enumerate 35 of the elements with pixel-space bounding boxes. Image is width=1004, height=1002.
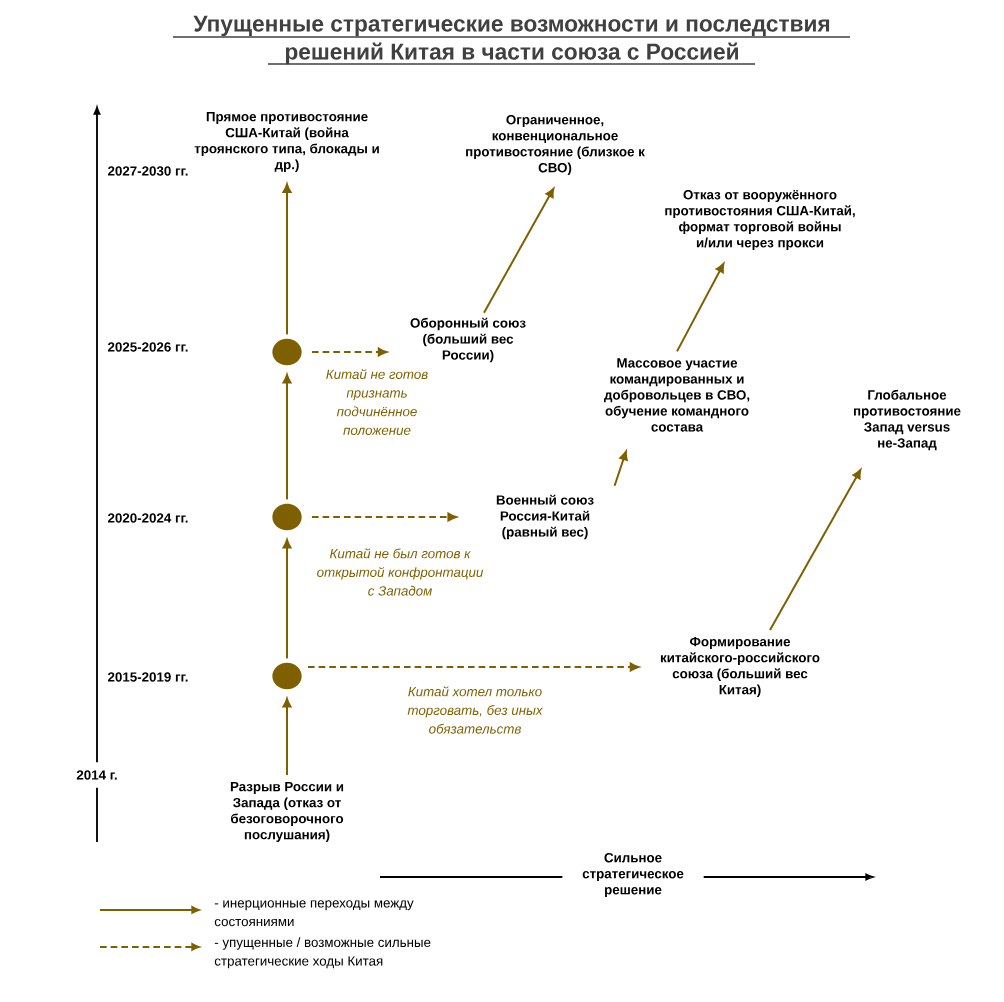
dashed-arrow: [306, 662, 640, 672]
state-text: Формирование китайского-российского союза (больший вес Китая): [660, 637, 820, 697]
year-label: 2020-2024 гг.: [103, 505, 193, 531]
year-label: 2027-2030 гг.: [103, 158, 193, 184]
year-label: 2015-2019 гг.: [103, 664, 193, 690]
state-text: Массовое участие командированных и добровольцев в СВО, обучение командного состава: [604, 358, 750, 432]
edge-label: Китай не был готов к открытой конфронтации с Западом: [317, 548, 484, 596]
dashed-arrow: [310, 347, 388, 357]
dashed-arrow: [310, 512, 457, 522]
arrow: [769, 469, 862, 632]
legend-text: - инерционные переходы между состояниями: [214, 900, 414, 927]
state-text: Ограниченное, конвенциональное противостояние (близкое к СВО): [466, 114, 645, 175]
arrow: [613, 450, 628, 487]
state-dot: [272, 662, 302, 690]
state-text: Прямое противостояние США-Китай (война троянского типа, блокады и др.): [194, 112, 379, 172]
year-label: 2025-2026 гг.: [103, 334, 193, 360]
arrow: [282, 698, 292, 777]
arrow: [282, 374, 292, 501]
state-dot: [272, 338, 302, 366]
edge-label: Китай не готов признать подчинённое положение: [326, 369, 428, 435]
state-text: Отказ от вооружённого противостояния США-Китай, формат торговой войны и/или через прокси: [665, 189, 855, 250]
title: Упущенные стратегические возможности и последствия решений Китая в части союза с Россией: [193, 15, 830, 65]
arrow: [282, 539, 292, 660]
state-text: Военный союз Россия-Китай (равный вес): [496, 494, 594, 540]
arrow: [676, 263, 725, 353]
edge-label: Китай хотел только торговать, без иных обязательств: [407, 686, 543, 734]
state-text: Глобальное противостояние Запад versus не-Запад: [854, 389, 961, 451]
state-dot: [272, 503, 302, 531]
legend-text: - упущенные / возможные сильные стратегические ходы Китая: [214, 937, 431, 969]
arrow: [282, 183, 292, 336]
state-text: Оборонный союз (больший вес России): [410, 317, 526, 363]
axis-label: Сильное стратегическое решение: [562, 848, 704, 901]
arrow: [483, 188, 555, 314]
year-label: 2014 г.: [71, 762, 123, 788]
state-text: Разрыв России и Запада (отказ от безоговорочного послушания): [230, 782, 344, 842]
